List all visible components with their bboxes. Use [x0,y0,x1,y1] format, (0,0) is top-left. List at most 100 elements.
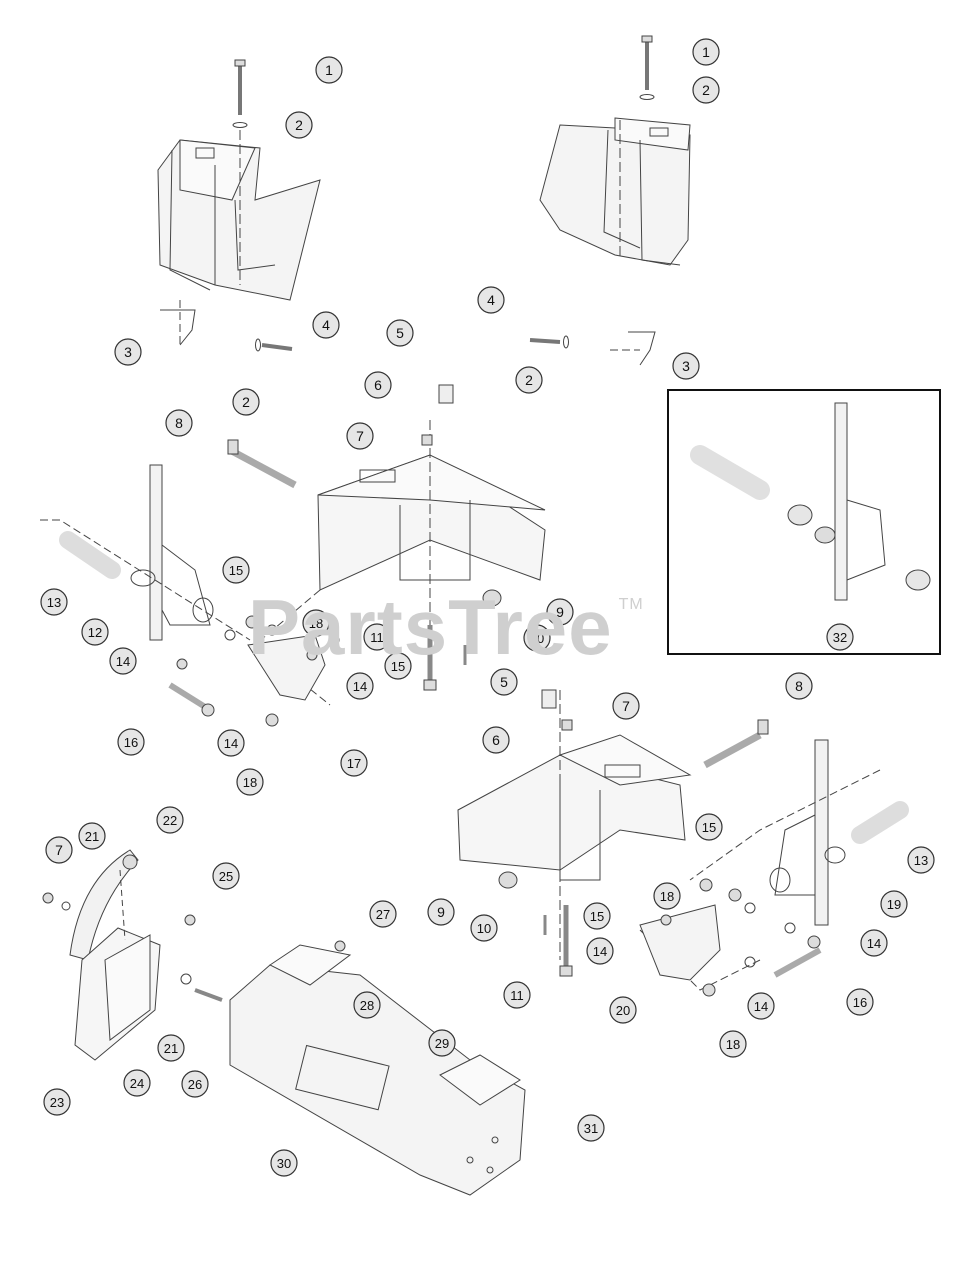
left-main-bracket [40,384,546,727]
callout-number: 22 [163,813,177,828]
callout-2: 2 [515,366,543,394]
callout-number: 16 [853,995,867,1010]
callout-12: 12 [81,618,109,646]
callout-circle [577,1114,605,1142]
callout-32: 32 [826,623,854,651]
callout-circle [156,806,184,834]
callout-7: 7 [346,422,374,450]
lower-frame-channel [229,940,526,1196]
callout-27: 27 [369,900,397,928]
callout-number: 13 [914,853,928,868]
callout-number: 15 [391,659,405,674]
callout-13: 13 [907,846,935,874]
callout-17: 17 [340,749,368,777]
callout-number: 11 [370,630,384,645]
callout-circle [427,898,455,926]
callout-16: 16 [846,988,874,1016]
callout-circle [346,672,374,700]
callout-number: 14 [867,936,881,951]
callout-18: 18 [236,768,264,796]
callout-14: 14 [586,937,614,965]
callout-circle [386,319,414,347]
callout-29: 29 [428,1029,456,1057]
callout-circle [384,652,412,680]
callout-4: 4 [312,311,340,339]
callout-25: 25 [212,862,240,890]
callout-number: 2 [525,372,533,388]
callout-number: 14 [593,944,607,959]
callout-circle [212,862,240,890]
callout-4: 4 [477,286,505,314]
callout-number: 2 [242,394,250,410]
callout-number: 7 [622,698,630,714]
callout-circle [503,981,531,1009]
callout-circle [477,286,505,314]
callout-number: 15 [590,909,604,924]
callout-number: 26 [188,1077,202,1092]
callout-number: 23 [50,1095,64,1110]
callout-15: 15 [222,556,250,584]
callout-circle [609,996,637,1024]
callout-circle [692,38,720,66]
callout-14: 14 [346,672,374,700]
callout-10: 10 [470,914,498,942]
callout-number: 4 [487,292,495,308]
callout-number: 14 [224,736,238,751]
callout-15: 15 [695,813,723,841]
callout-number: 1 [325,62,333,78]
callout-14: 14 [109,647,137,675]
callout-number: 16 [124,735,138,750]
callout-5: 5 [490,668,518,696]
callout-circle [270,1149,298,1177]
callout-circle [232,388,260,416]
callout-31: 31 [577,1114,605,1142]
callout-circle [612,692,640,720]
callout-circle [490,668,518,696]
callout-number: 6 [374,377,382,393]
callout-circle [346,422,374,450]
callout-21: 21 [78,822,106,850]
callout-number: 12 [88,625,102,640]
callout-number: 15 [229,563,243,578]
callout-circle [470,914,498,942]
callout-number: 17 [347,756,361,771]
callout-circle [40,588,68,616]
callout-18: 18 [719,1030,747,1058]
callout-circle [165,409,193,437]
callout-circle [907,846,935,874]
callout-number: 2 [295,117,303,133]
callout-30: 30 [270,1149,298,1177]
callout-3: 3 [114,338,142,366]
callout-number: 21 [85,829,99,844]
callout-number: 21 [164,1041,178,1056]
callout-number: 7 [55,842,63,858]
callout-number: 18 [726,1037,740,1052]
callout-circle [312,311,340,339]
callout-circle [315,56,343,84]
callout-number: 8 [175,415,183,431]
callout-circle [157,1034,185,1062]
callout-circle [340,749,368,777]
callout-number: 14 [116,654,130,669]
callout-number: 25 [219,869,233,884]
callout-number: 20 [616,1003,630,1018]
callout-circle [353,991,381,1019]
callout-circle [826,623,854,651]
callout-number: 7 [356,428,364,444]
callout-2: 2 [692,76,720,104]
callout-circle [523,624,551,652]
callout-circle [117,728,145,756]
callout-circle [695,813,723,841]
callout-circle [109,647,137,675]
callout-circle [586,937,614,965]
callout-number: 14 [353,679,367,694]
callout-number: 10 [530,631,544,646]
right-main-bracket [457,645,909,997]
callout-2: 2 [232,388,260,416]
callout-circle [217,729,245,757]
callout-circle [364,371,392,399]
callout-9: 9 [427,898,455,926]
callout-8: 8 [785,672,813,700]
